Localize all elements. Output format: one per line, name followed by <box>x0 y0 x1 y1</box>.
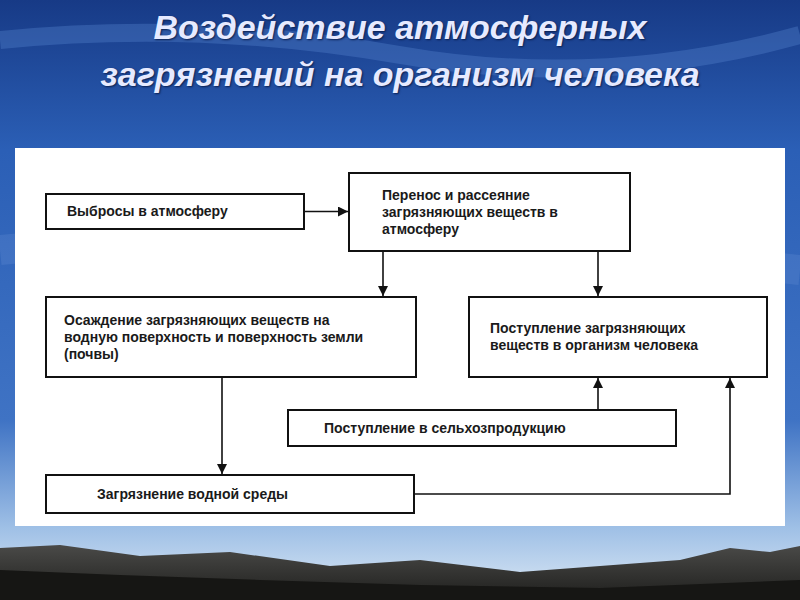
box-label: Поступление в сельхозпродукцию <box>324 420 664 437</box>
process-box: Выбросы в атмосферу <box>45 193 305 230</box>
process-box: Перенос и рассеяние загрязняющих веществ… <box>348 172 631 252</box>
box-label: Поступление загрязняющих веществ в орган… <box>490 320 730 354</box>
box-label: Загрязнение водной среды <box>97 486 397 503</box>
flow-arrow <box>597 378 599 409</box>
process-box: Загрязнение водной среды <box>45 474 415 514</box>
flow-arrow <box>382 252 384 296</box>
process-box: Поступление загрязняющих веществ в орган… <box>468 296 768 378</box>
process-box: Осаждение загрязняющих веществ на водную… <box>45 296 417 378</box>
process-box: Поступление в сельхозпродукцию <box>287 409 677 447</box>
box-label: Осаждение загрязняющих веществ на водную… <box>64 312 364 363</box>
box-label: Перенос и рассеяние загрязняющих веществ… <box>382 187 582 238</box>
flow-arrow <box>221 378 223 474</box>
flow-arrow <box>305 211 348 213</box>
flow-arrow <box>597 252 599 296</box>
slide-title: Воздействие атмосферных загрязнений на о… <box>100 4 700 98</box>
box-label: Выбросы в атмосферу <box>67 203 293 220</box>
